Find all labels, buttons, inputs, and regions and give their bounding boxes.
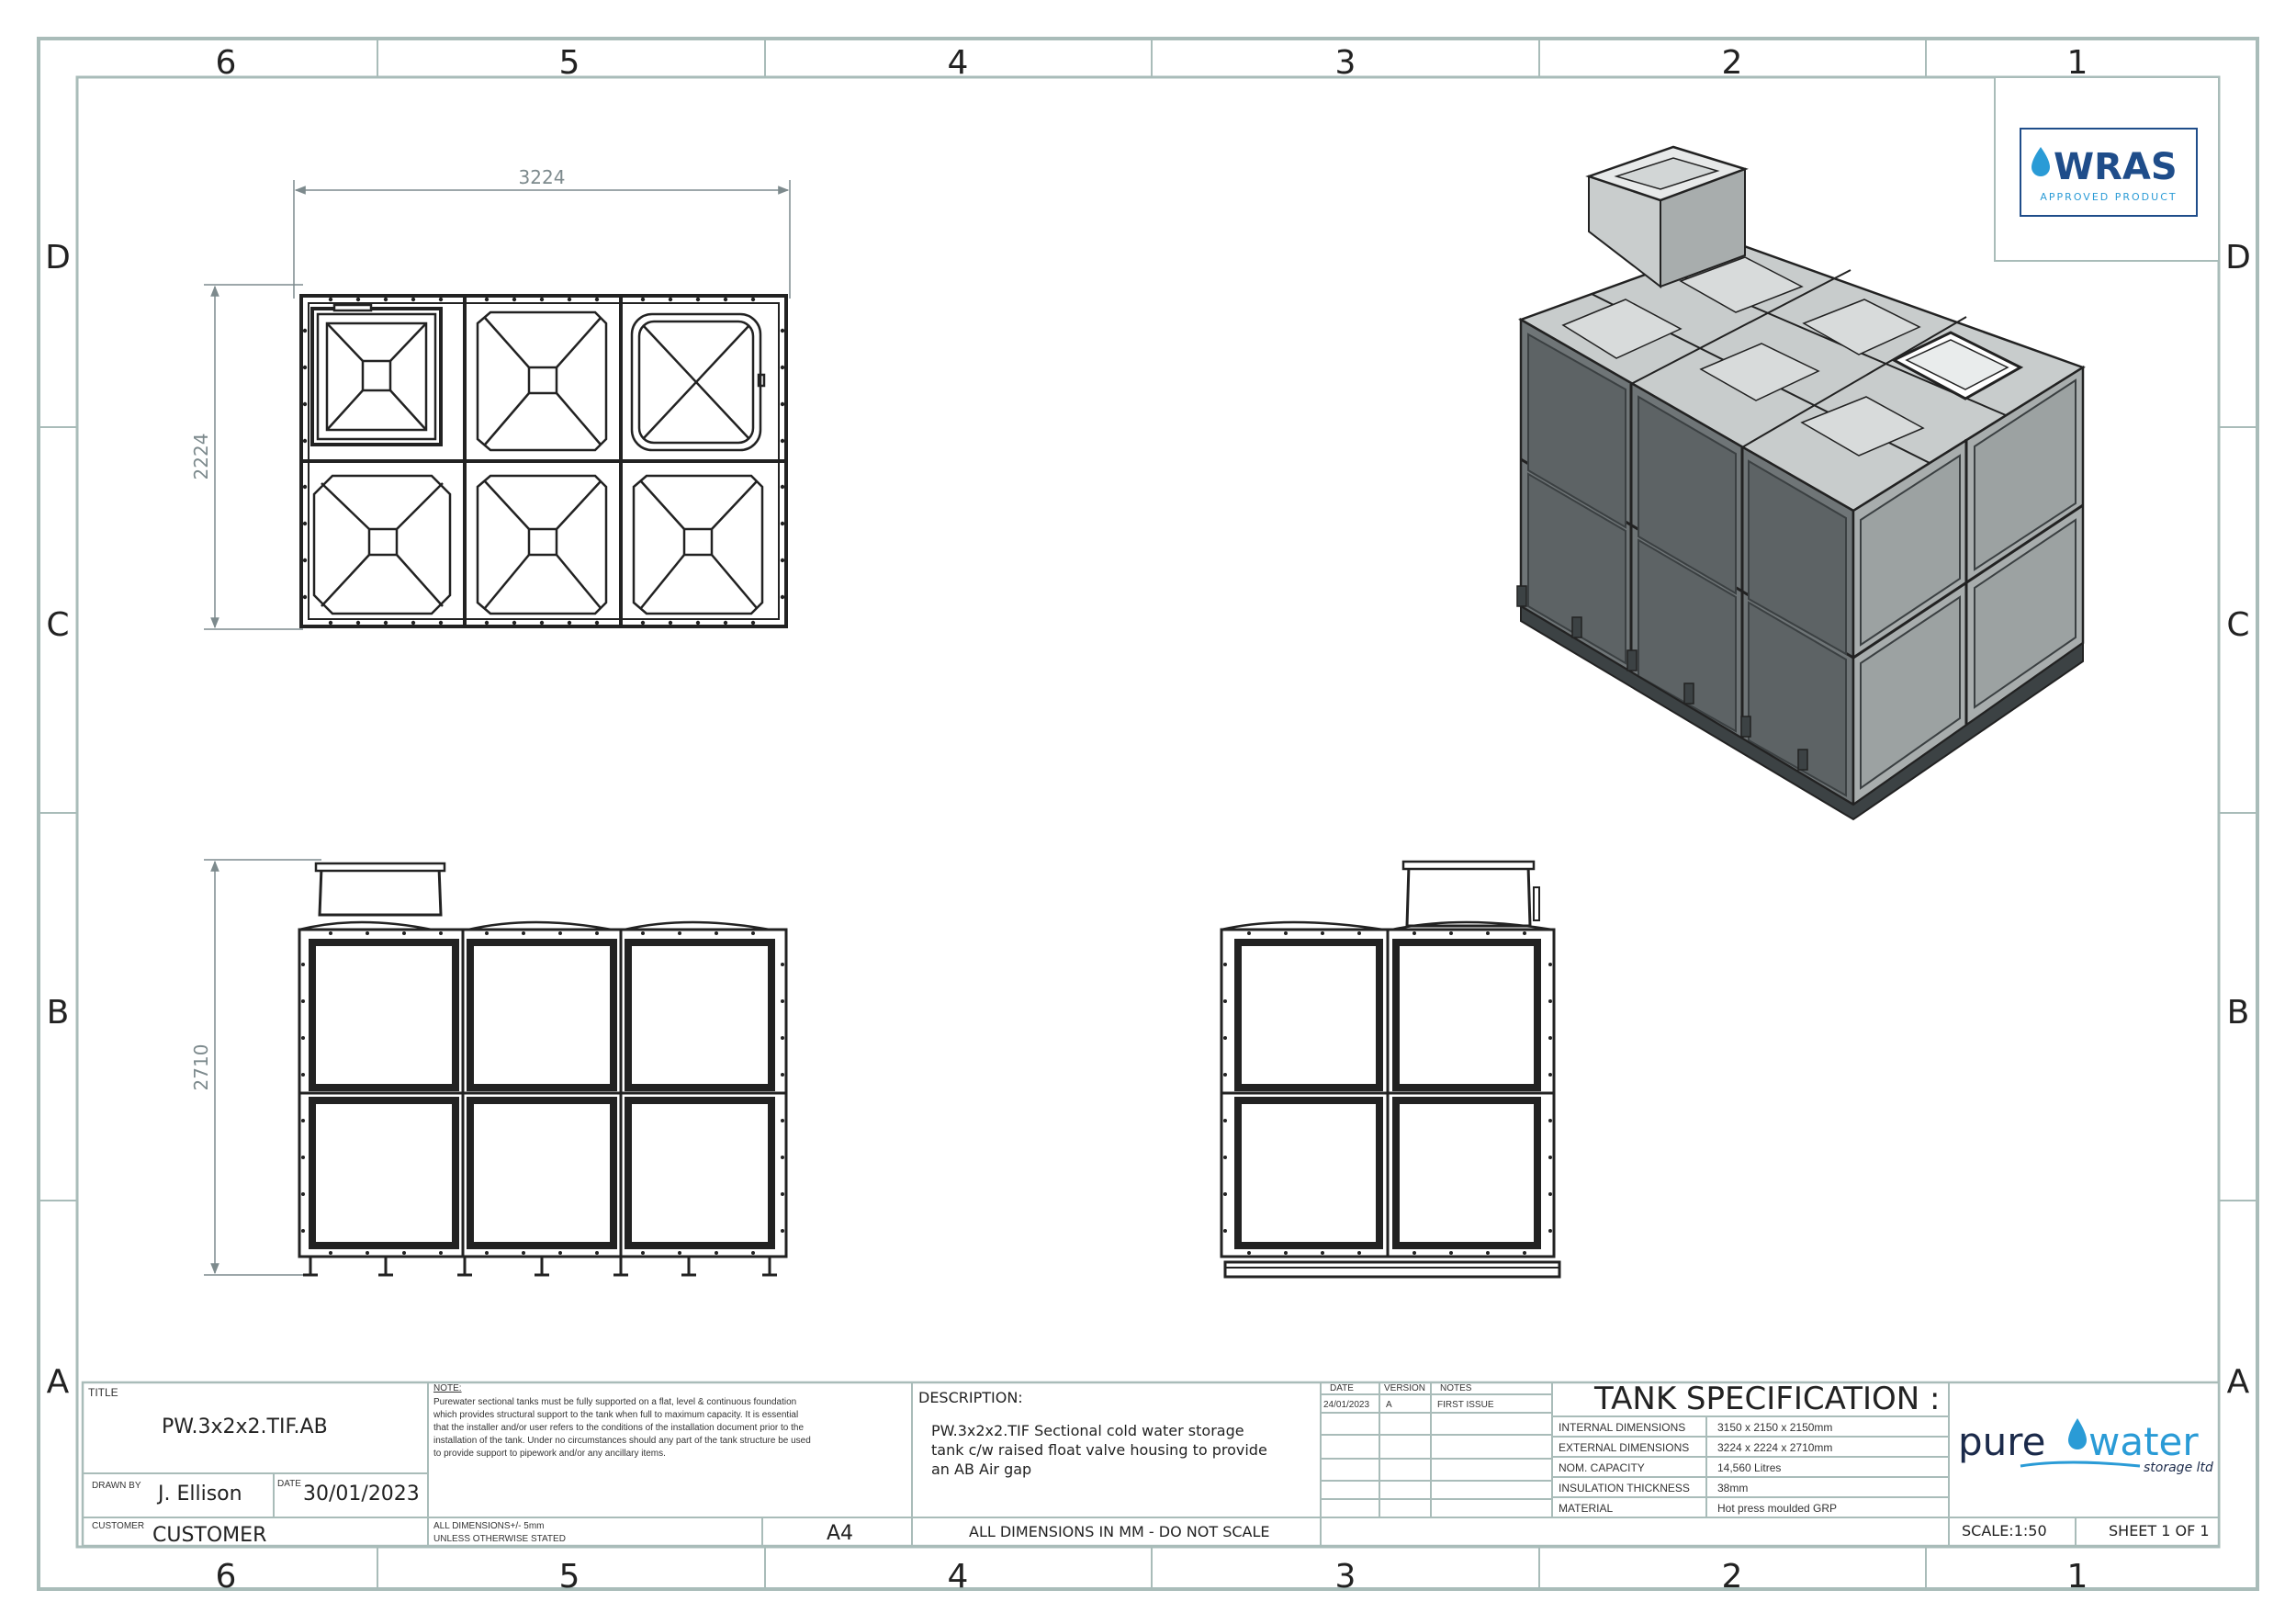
- col-label-top-2: 2: [1722, 44, 1743, 82]
- dimensions-note: ALL DIMENSIONS IN MM - DO NOT SCALE: [969, 1523, 1270, 1540]
- row-label-left-d: D: [45, 239, 71, 276]
- col-label-bottom-3: 3: [1335, 1558, 1356, 1596]
- row-label-right-c: C: [2226, 606, 2249, 644]
- outer-frame: [37, 37, 2259, 1591]
- col-label-bottom-4: 4: [948, 1558, 969, 1596]
- top-depth-dimension: 2224: [190, 434, 212, 480]
- drawn-by: J. Ellison: [156, 1483, 242, 1506]
- spec-label-internal: INTERNAL DIMENSIONS: [1559, 1421, 1685, 1434]
- brand-word-water: water: [2088, 1419, 2199, 1464]
- isometric-view: [1516, 145, 2086, 821]
- row-label-right-b: B: [2227, 994, 2250, 1032]
- front-height-dimension: 2710: [190, 1044, 212, 1091]
- spec-value-external: 3224 x 2224 x 2710mm: [1717, 1441, 1832, 1454]
- brand-word-pure: pure: [1958, 1419, 2045, 1464]
- spec-value-internal: 3150 x 2150 x 2150mm: [1717, 1421, 1832, 1434]
- note-line-4: installation of the tank. Under no circu…: [433, 1436, 811, 1446]
- description-label: DESCRIPTION:: [918, 1389, 1023, 1406]
- row-label-left-c: C: [46, 606, 69, 644]
- col-label-top-4: 4: [948, 44, 969, 82]
- col-label-top-5: 5: [559, 44, 580, 82]
- revision-notes: FIRST ISSUE: [1437, 1400, 1494, 1410]
- revision-header-version: VERSION: [1384, 1383, 1425, 1393]
- purewater-logo: pure water storage ltd: [1958, 1418, 2213, 1475]
- spec-value-insulation: 38mm: [1717, 1482, 1748, 1494]
- col-label-bottom-2: 2: [1722, 1558, 1743, 1596]
- top-width-dimension: 3224: [519, 166, 566, 188]
- note-heading: NOTE:: [433, 1383, 462, 1393]
- row-label-left-b: B: [47, 994, 70, 1032]
- spec-label-capacity: NOM. CAPACITY: [1559, 1461, 1645, 1474]
- revision-header-date: DATE: [1330, 1383, 1354, 1393]
- spec-label-insulation: INSULATION THICKNESS: [1559, 1482, 1690, 1494]
- date-label: DATE: [277, 1479, 301, 1489]
- col-label-top-6: 6: [216, 44, 237, 82]
- revision-version: A: [1386, 1400, 1392, 1410]
- side-view: [1220, 860, 1561, 1279]
- wras-name: WRAS: [2054, 146, 2178, 188]
- spec-title: TANK SPECIFICATION :: [1593, 1381, 1940, 1417]
- col-label-top-1: 1: [2067, 44, 2088, 82]
- title-block: TITLE PW.3x2x2.TIF.AB DRAWN BY J. Elliso…: [81, 1381, 2221, 1548]
- zone-dividers: [39, 39, 2257, 1589]
- tolerance-line-1: ALL DIMENSIONS+/- 5mm: [433, 1521, 545, 1531]
- drawing-date: 30/01/2023: [303, 1483, 420, 1506]
- wras-tagline: APPROVED PRODUCT: [2040, 191, 2177, 203]
- water-drop-icon: [2032, 147, 2050, 176]
- row-label-right-d: D: [2225, 239, 2251, 276]
- description-line-2: tank c/w raised float valve housing to p…: [931, 1441, 1267, 1459]
- row-label-right-a: A: [2227, 1363, 2250, 1401]
- spec-value-material: Hot press moulded GRP: [1717, 1502, 1837, 1515]
- top-view: 3224 2224: [190, 166, 791, 630]
- description-line-3: an AB Air gap: [931, 1460, 1031, 1478]
- note-line-5: to provide support to pipework and/or an…: [433, 1449, 666, 1459]
- note-line-2: which provides structural support to the…: [433, 1410, 798, 1420]
- front-view: 2710: [190, 859, 788, 1277]
- tolerance-line-2: UNLESS OTHERWISE STATED: [433, 1534, 566, 1544]
- col-label-bottom-1: 1: [2067, 1558, 2088, 1596]
- spec-label-external: EXTERNAL DIMENSIONS: [1559, 1441, 1689, 1454]
- col-label-bottom-6: 6: [216, 1558, 237, 1596]
- revision-date: 24/01/2023: [1323, 1400, 1369, 1410]
- drawn-by-label: DRAWN BY: [92, 1481, 141, 1491]
- note-line-1: Purewater sectional tanks must be fully …: [433, 1397, 796, 1407]
- brand-subtitle: storage ltd: [2144, 1460, 2213, 1475]
- spec-label-material: MATERIAL: [1559, 1502, 1613, 1515]
- title-label: TITLE: [88, 1386, 118, 1399]
- sheet-label: SHEET 1 OF 1: [2109, 1522, 2210, 1539]
- note-line-3: that the installer and/or user refers to…: [433, 1423, 804, 1433]
- col-label-top-3: 3: [1335, 44, 1356, 82]
- drawing-title: PW.3x2x2.TIF.AB: [162, 1415, 328, 1438]
- row-label-left-a: A: [47, 1363, 70, 1401]
- customer-name: CUSTOMER: [152, 1524, 266, 1547]
- scale-label: SCALE:1:50: [1962, 1522, 2047, 1539]
- col-label-bottom-5: 5: [559, 1558, 580, 1596]
- description-line-1: PW.3x2x2.TIF Sectional cold water storag…: [931, 1422, 1244, 1439]
- water-drop-icon: [2068, 1418, 2087, 1449]
- customer-label: CUSTOMER: [92, 1521, 144, 1531]
- wras-logo: WRAS APPROVED PRODUCT: [1994, 76, 2220, 262]
- spec-value-capacity: 14,560 Litres: [1717, 1461, 1781, 1474]
- revision-header-notes: NOTES: [1440, 1383, 1472, 1393]
- paper-size: A4: [827, 1522, 853, 1545]
